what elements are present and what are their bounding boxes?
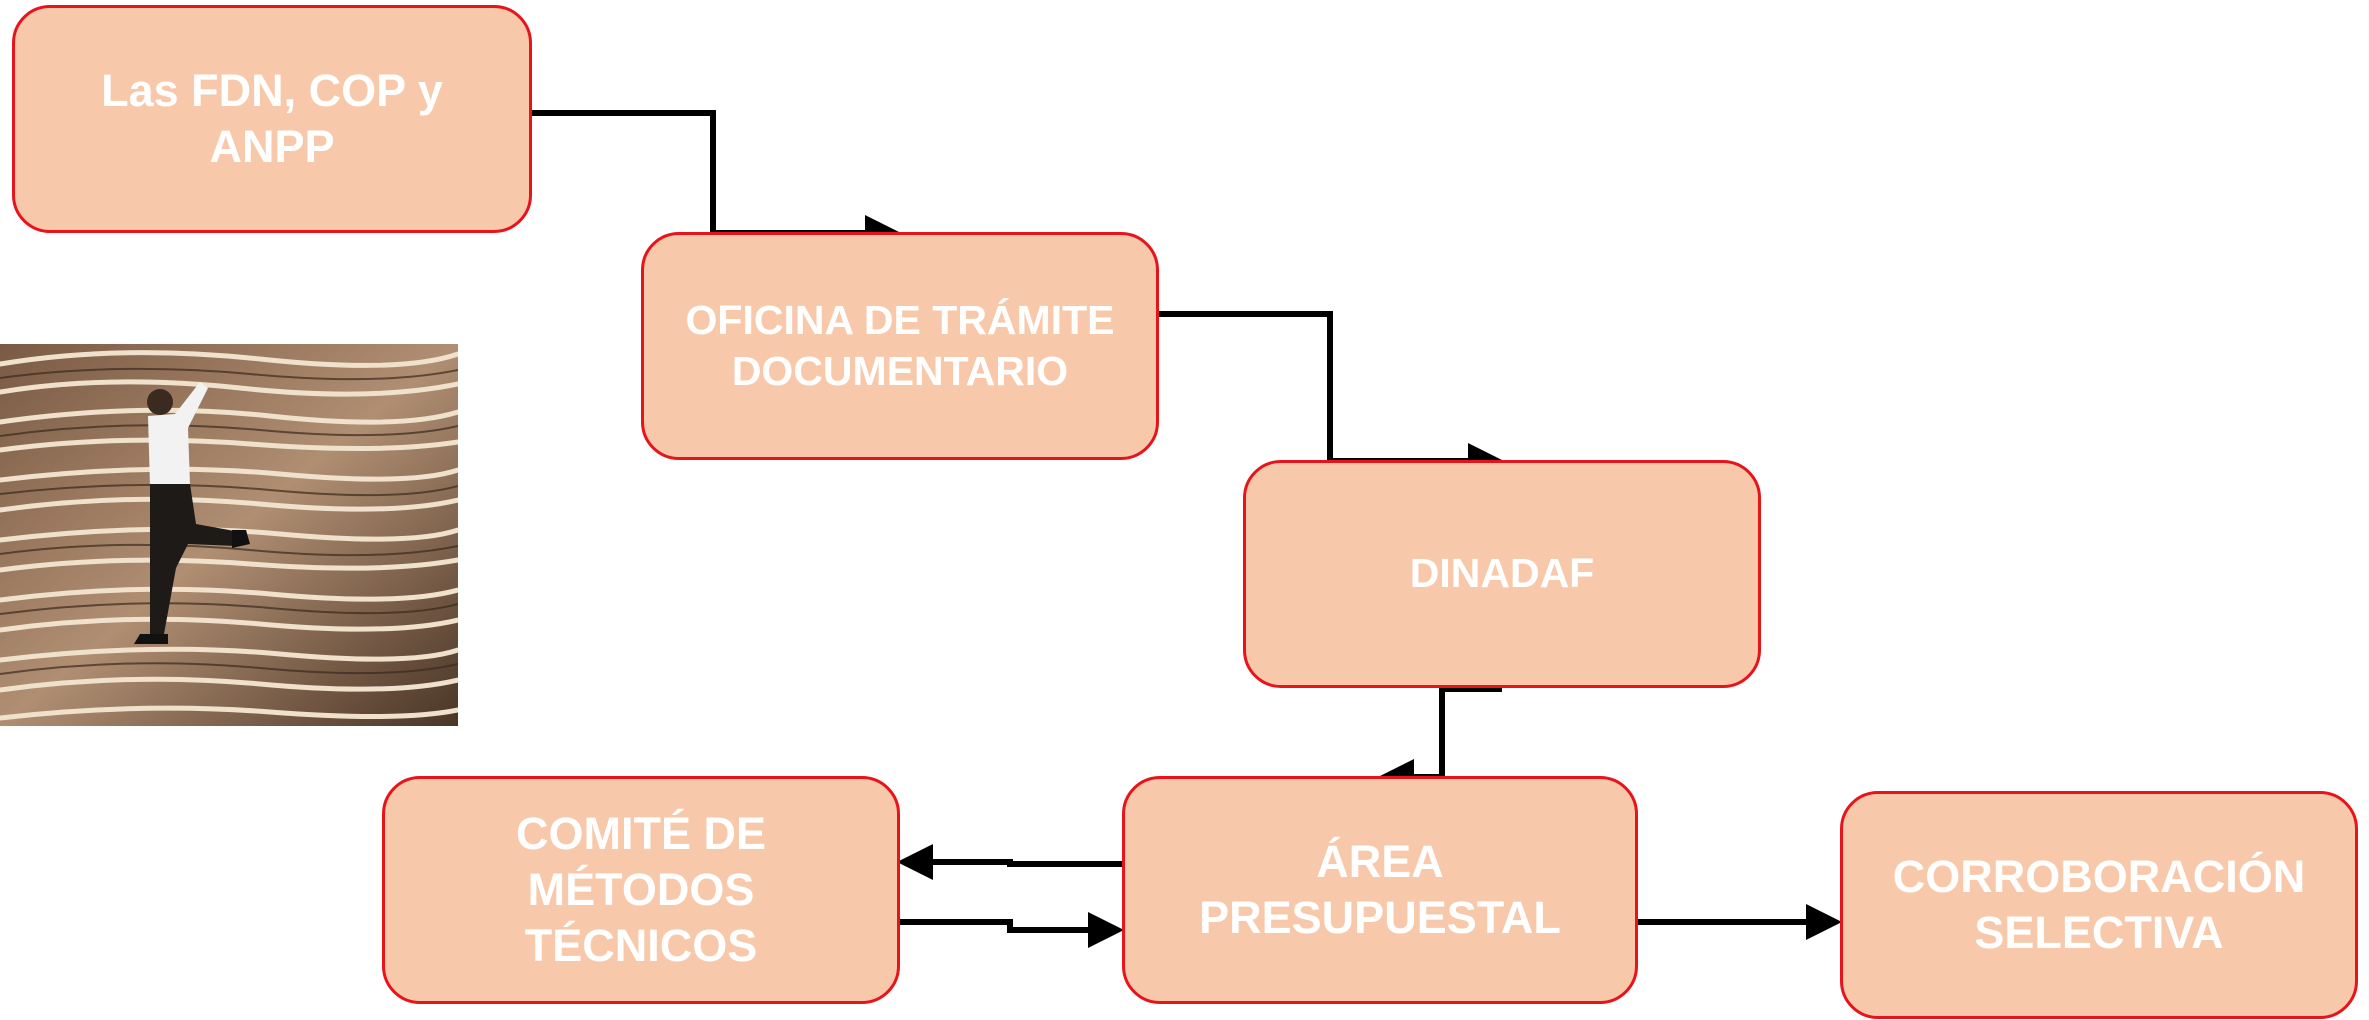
climbing-person-figure xyxy=(134,382,250,644)
node-comite-label: COMITÉ DE MÉTODOS TÉCNICOS xyxy=(515,807,766,972)
node-source-label: Las FDN, COP y ANPP xyxy=(101,64,443,172)
connector-dinadaf-to-area xyxy=(1378,686,1502,795)
connector-area-to-comite xyxy=(897,844,1122,880)
node-dinadaf-label: DINADAF xyxy=(1409,550,1595,597)
node-source: Las FDN, COP y ANPP xyxy=(12,5,532,233)
node-comite-metodos: COMITÉ DE MÉTODOS TÉCNICOS xyxy=(382,776,900,1004)
node-area-presupuestal: ÁREA PRESUPUESTAL xyxy=(1122,776,1638,1004)
connector-oficina-to-dinadaf xyxy=(1159,311,1504,479)
node-corroboracion-selectiva: CORROBORACIÓN SELECTIVA xyxy=(1840,791,2358,1019)
connector-source-to-oficina xyxy=(532,110,901,251)
node-oficina-label: OFICINA DE TRÁMITE DOCUMENTARIO xyxy=(685,296,1115,394)
node-dinadaf: DINADAF xyxy=(1243,460,1761,688)
connector-comite-to-area xyxy=(900,912,1124,948)
node-oficina-tramite: OFICINA DE TRÁMITE DOCUMENTARIO xyxy=(641,232,1159,460)
node-corroboracion-label: CORROBORACIÓN SELECTIVA xyxy=(1892,850,2306,958)
person-climbing-paper-stack-image xyxy=(0,344,458,726)
node-area-label: ÁREA PRESUPUESTAL xyxy=(1199,835,1561,943)
